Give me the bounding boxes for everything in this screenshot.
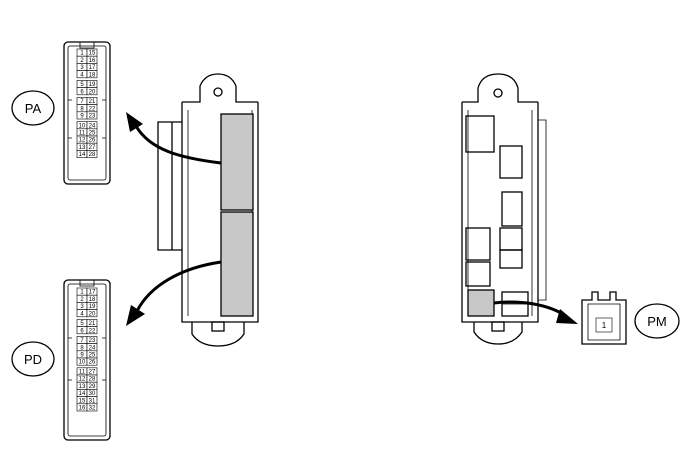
pa-pin-4: 4	[80, 72, 84, 78]
pd-pin-14: 14	[79, 391, 86, 397]
pd-label-text: PD	[24, 352, 42, 367]
pd-pin-20: 20	[89, 311, 96, 317]
pa-pin-7: 7	[80, 99, 84, 105]
pa-pin-5: 5	[80, 82, 84, 88]
pd-pin-3: 3	[80, 304, 84, 310]
pm-connector-socket	[467, 289, 495, 317]
pa-pin-26: 26	[89, 138, 96, 144]
pd-pin-8: 8	[80, 345, 84, 351]
pd-pin-5: 5	[80, 321, 84, 327]
pa-pin-15: 15	[89, 51, 96, 57]
pm-pin-1: 1	[602, 321, 607, 330]
right-ecu-unit	[461, 73, 547, 345]
pd-pin-25: 25	[89, 353, 96, 359]
pa-pin-9: 9	[80, 114, 84, 120]
pa-pin-14: 14	[79, 152, 86, 158]
pa-pin-11: 11	[79, 131, 86, 137]
pd-pin-15: 15	[79, 398, 86, 404]
pa-pin-cell	[86, 87, 98, 96]
left-ecu-unit	[157, 73, 259, 347]
pa-pin-cell	[86, 70, 98, 79]
pd-connector-socket	[220, 211, 254, 317]
pd-pin-cell	[86, 403, 98, 412]
left-arrows	[126, 112, 222, 326]
pa-pin-cell	[86, 111, 98, 120]
pd-pin-27: 27	[89, 370, 96, 376]
pa-pin-6: 6	[80, 89, 84, 95]
pd-pin-6: 6	[80, 328, 84, 334]
pa-pin-18: 18	[89, 72, 96, 78]
pa-label-text: PA	[25, 101, 42, 116]
pa-pin-10: 10	[79, 123, 86, 129]
pd-pin-2: 2	[80, 297, 84, 303]
pd-pin-11: 11	[79, 370, 86, 376]
pd-pin-4: 4	[80, 311, 84, 317]
pa-pin-1: 1	[80, 51, 84, 57]
pa-pin-21: 21	[89, 99, 96, 105]
pa-pin-8: 8	[80, 106, 84, 112]
pd-pin-31: 31	[89, 398, 96, 404]
pd-pin-21: 21	[89, 321, 96, 327]
pd-pin-22: 22	[89, 328, 96, 334]
pd-pin-1: 1	[80, 290, 84, 296]
pd-pin-26: 26	[89, 360, 96, 366]
pa-pin-28: 28	[89, 152, 96, 158]
pd-pin-cell	[86, 326, 98, 335]
pd-pin-18: 18	[89, 297, 96, 303]
pd-pin-24: 24	[89, 345, 96, 351]
pd-pin-9: 9	[80, 353, 84, 359]
pd-pin-32: 32	[89, 406, 96, 412]
pd-pin-30: 30	[89, 391, 96, 397]
pm-label-text: PM	[647, 314, 667, 329]
pa-pin-27: 27	[89, 145, 96, 151]
pa-pin-24: 24	[89, 123, 96, 129]
pd-pin-28: 28	[89, 377, 96, 383]
pa-pin-20: 20	[89, 89, 96, 95]
pa-pin-17: 17	[89, 65, 96, 71]
pa-pin-23: 23	[89, 114, 96, 120]
pa-label: PA	[11, 90, 55, 126]
pa-pin-2: 2	[80, 58, 84, 64]
pd-pin-19: 19	[89, 304, 96, 310]
pm-connector: 1	[581, 291, 627, 345]
pd-pin-10: 10	[79, 360, 86, 366]
pm-arrow	[493, 300, 578, 324]
pa-pin-3: 3	[80, 65, 84, 71]
pd-label: PD	[11, 341, 55, 377]
pa-pin-22: 22	[89, 106, 96, 112]
pd-pin-23: 23	[89, 338, 96, 344]
pd-pin-12: 12	[79, 377, 86, 383]
pd-pin-7: 7	[80, 338, 84, 344]
pd-pin-13: 13	[79, 384, 86, 390]
pa-pin-12: 12	[79, 138, 86, 144]
pa-pin-cell	[86, 150, 98, 158]
pd-pin-cell	[86, 357, 98, 366]
pd-pin-29: 29	[89, 384, 96, 390]
pa-pin-16: 16	[89, 58, 96, 64]
pd-pin-cell	[86, 309, 98, 318]
pm-label: PM	[634, 303, 680, 339]
pa-pin-19: 19	[89, 82, 96, 88]
pa-connector-socket	[220, 113, 254, 211]
pd-pin-17: 17	[89, 290, 96, 296]
pa-pin-13: 13	[79, 145, 86, 151]
pd-pin-16: 16	[79, 406, 86, 412]
pa-pin-25: 25	[89, 131, 96, 137]
